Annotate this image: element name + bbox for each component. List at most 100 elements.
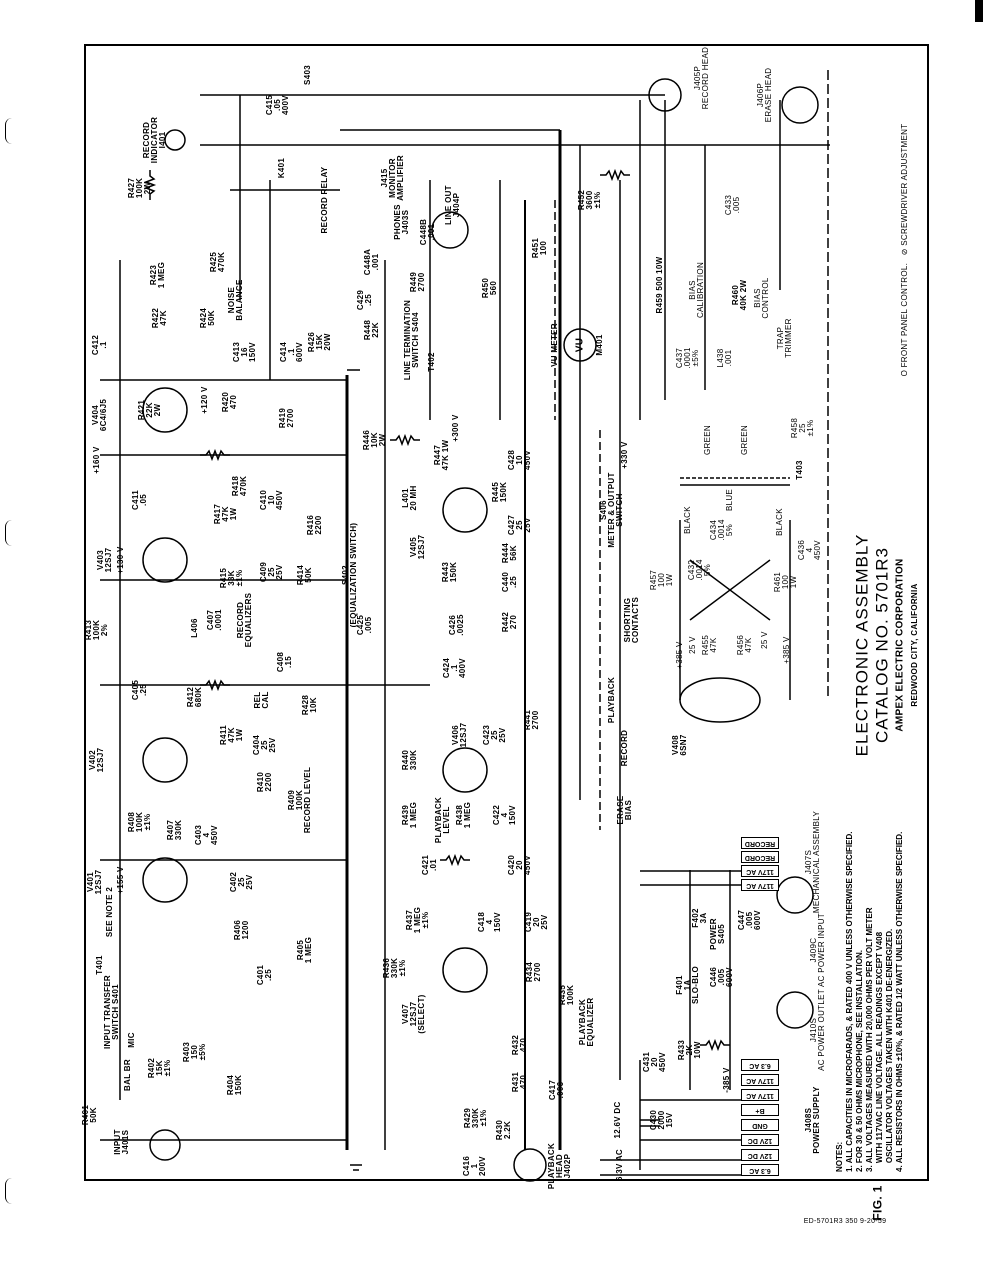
legend: O FRONT PANEL CONTROL. ⊘ SCREWDRIVER ADJ… <box>900 123 909 377</box>
j407s-label: J407S MECHANICAL ASSEMBLY <box>804 810 821 914</box>
input-connector <box>149 1129 181 1161</box>
label-r405: R405 1 MEG <box>296 936 313 964</box>
label-r458: R458 25 ±1% <box>790 417 815 439</box>
label-power-switch: POWER S405 <box>709 918 726 950</box>
note-4: 4. ALL RESISTORS IN OHMS ±10%, & RATED 1… <box>895 831 904 1172</box>
label-bias-calibration: BIAS CALIBRATION <box>688 261 705 319</box>
label-c408: C408 .15 <box>276 651 293 673</box>
notes-heading: NOTES: <box>835 1141 844 1172</box>
j407-pin-4: RECORD <box>741 837 779 849</box>
label-r456: R456 47K <box>736 634 753 656</box>
figure-number: FIG. 1 <box>870 1185 885 1221</box>
record-indicator-lamp <box>164 129 186 151</box>
label-plus-160v: +160 V <box>92 446 101 474</box>
label-r407: R407 330K <box>166 819 183 841</box>
label-black-1: BLACK <box>683 506 692 534</box>
label-v404: V404 6C4/6J5 <box>91 398 108 432</box>
label-c424: C424 .1 400V <box>442 657 467 679</box>
label-minus-385v: -385 V <box>722 1067 731 1093</box>
label-f401: F401 1A SLO-BLO <box>675 965 700 1005</box>
label-v401: V401 12SJ7 <box>86 869 103 895</box>
j408-pin-1: 117V AC <box>741 1074 779 1086</box>
label-c418: C418 4 150V <box>477 911 502 933</box>
label-input-jack: INPUT J401S <box>113 1129 130 1155</box>
label-c404: C404 25 25V <box>252 734 277 756</box>
label-r404: R404 150K <box>226 1074 243 1096</box>
label-r427: R427 100K 2W <box>127 177 152 199</box>
label-r401: R401 50K <box>81 1104 98 1126</box>
label-r422: R422 47K <box>151 307 168 329</box>
label-v403: V403 12SJ7 <box>96 547 113 573</box>
label-r432: R432 470 <box>511 1034 528 1056</box>
label-s402: S402 (EQUALIZATION SWITCH) <box>341 522 358 628</box>
label-c410: C410 10 450V <box>259 489 284 511</box>
label-r406: R406 1200 <box>233 919 250 941</box>
label-r410: R410 2200 <box>256 771 273 793</box>
vu-meter-symbol <box>563 328 597 362</box>
playback-head-connector <box>513 1148 547 1182</box>
label-25v-a: 25 V <box>688 636 697 654</box>
label-c436: C436 4 450V <box>797 539 822 561</box>
drawing-number: ED-5701R3 350 9-20-59 <box>803 1218 887 1225</box>
label-r409: R409 100K RECORD LEVEL <box>287 766 312 834</box>
label-r423: R423 1 MEG <box>149 261 166 289</box>
page-edge-mark <box>5 1178 12 1204</box>
label-r418: R418 470K <box>231 475 248 497</box>
label-c405: C405 .25 <box>131 679 148 701</box>
label-erase-bias: ERASE BIAS <box>616 795 633 825</box>
title-company: AMPEX ELECTRIC CORPORATION <box>894 558 906 732</box>
label-r421: R421 22K 2W <box>137 399 162 421</box>
title-line1: ELECTRONIC ASSEMBLY <box>852 533 872 757</box>
ac-input-connector <box>776 876 814 914</box>
j408-pin-5: GND <box>741 1119 779 1131</box>
label-c425: C425 .005 <box>356 614 373 636</box>
label-r459: R459 500 10W <box>655 256 664 314</box>
resistor <box>700 1038 730 1052</box>
label-r417: R417 47K 1W <box>213 503 238 525</box>
page-edge-mark <box>5 118 12 144</box>
label-r449: R449 2700 <box>409 271 426 293</box>
drawing-border <box>84 44 929 1181</box>
label-r450: R450 560 <box>481 277 498 299</box>
label-plus-120v: +120 V <box>200 386 209 414</box>
label-l438: L438 .001 <box>716 348 733 368</box>
label-bal-br: BAL BR <box>123 1059 132 1091</box>
resistor <box>200 448 230 462</box>
label-m401: M401 <box>595 334 604 356</box>
label-r433: R433 2K 10W <box>677 1039 702 1061</box>
label-green-1: GREEN <box>703 425 712 455</box>
label-c407: C407 .0001 <box>206 609 223 631</box>
label-r436: R436 330K ±1% <box>382 957 407 979</box>
line-out-connector <box>431 211 469 249</box>
label-c434: C434 .0014 5% <box>709 519 734 541</box>
page-edge-mark <box>5 520 12 546</box>
label-c431: C431 20 450V <box>642 1051 667 1073</box>
label-c427: C427 25 25V <box>507 514 532 536</box>
label-r445: R445 150K <box>491 481 508 503</box>
label-rel-cal: REL CAL <box>253 691 270 709</box>
label-r447: R447 47K 1W <box>433 439 450 471</box>
label-c419: C419 20 25V <box>524 911 549 933</box>
label-r416: R416 2200 <box>306 514 323 536</box>
label-plus-130v: +130 V <box>116 546 125 574</box>
label-v407: V407 12SJ7 (SELECT) <box>401 994 426 1034</box>
tube-v405 <box>442 487 488 533</box>
label-t401: T401 <box>95 955 104 975</box>
label-v402: V402 12SJ7 <box>88 747 105 773</box>
notes-block: NOTES:1. ALL CAPACITIES IN MICROFARADS, … <box>835 772 905 1173</box>
resistor <box>200 678 230 692</box>
label-r425: R425 470K <box>209 251 226 273</box>
label-j415: J415 MONITOR AMPLIFIER <box>380 155 405 201</box>
label-line-out: LINE OUT J404P <box>444 185 461 225</box>
label-t403: T403 <box>795 460 804 480</box>
note-3: 3. ALL VOLTAGES MEASURED WITH 20,000 OHM… <box>865 907 894 1172</box>
tube-v401 <box>142 857 188 903</box>
label-r424: R424 50K <box>199 307 216 329</box>
label-r435: R435 100K <box>558 984 575 1006</box>
label-playback-equalizer: PLAYBACK EQUALIZER <box>578 997 595 1047</box>
label-record: RECORD <box>620 729 629 767</box>
label-green-2: GREEN <box>740 425 749 455</box>
label-record-relay: RECORD RELAY <box>320 166 329 234</box>
label-385v-b: +385 V <box>675 641 684 669</box>
j408-pin-3: 12V DC <box>741 1149 779 1161</box>
